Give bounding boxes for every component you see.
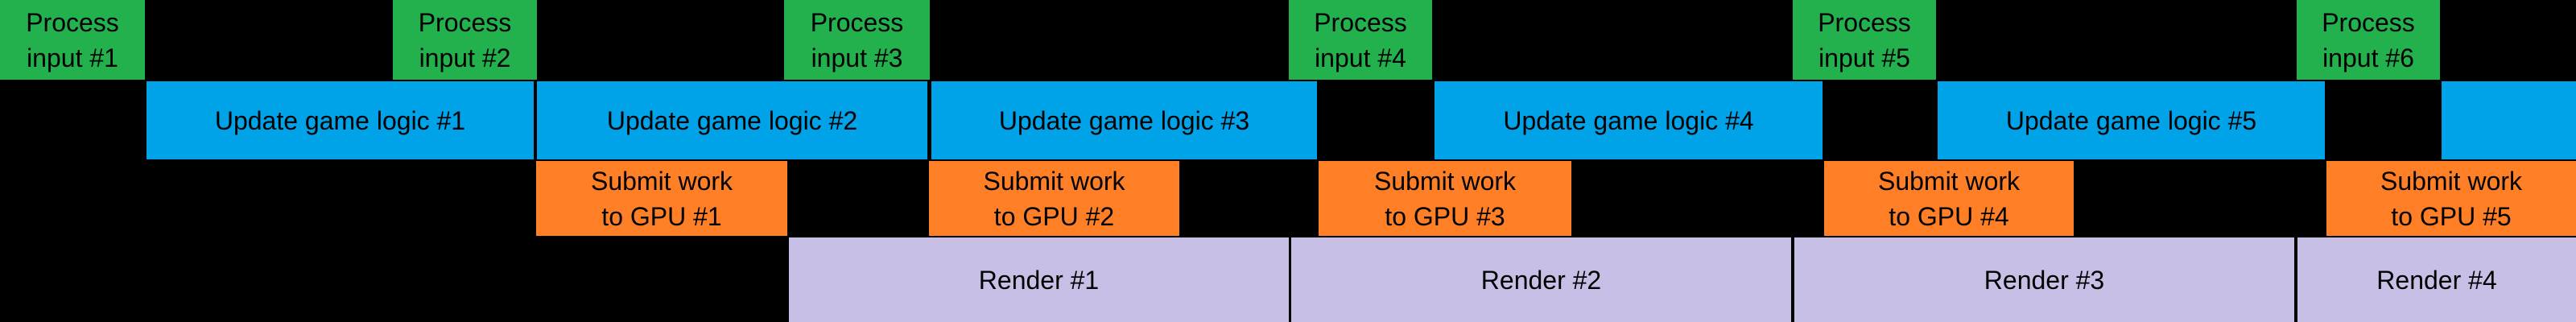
update-game-logic-box-4: Update game logic #4 bbox=[1435, 81, 1823, 159]
update-game-logic-box-2: Update game logic #2 bbox=[537, 81, 927, 159]
box-label-line: to GPU #4 bbox=[1889, 201, 2009, 231]
box-label-line: Submit work bbox=[590, 166, 733, 196]
box-label-line: input #6 bbox=[2322, 43, 2414, 72]
process-input-box-6: Process input #6 bbox=[2297, 0, 2440, 80]
update-game-logic-box-1: Update game logic #1 bbox=[147, 81, 534, 159]
box-label-line: Process bbox=[1314, 7, 1407, 37]
update-game-logic-box-6-partial bbox=[2442, 81, 2576, 159]
box-label-line: input #5 bbox=[1818, 43, 1910, 72]
render-box-2: Render #2 bbox=[1291, 237, 1791, 322]
box-label-line: Update game logic #2 bbox=[606, 105, 858, 135]
box-label-line: Render #1 bbox=[978, 265, 1100, 295]
submit-work-box-5: Submit work to GPU #5 bbox=[2326, 161, 2576, 236]
update-game-logic-box-5: Update game logic #5 bbox=[1938, 81, 2325, 159]
box-label-line: to GPU #3 bbox=[1385, 201, 1505, 231]
box-label-line: Submit work bbox=[983, 166, 1125, 196]
box-label-line: Render #2 bbox=[1480, 265, 1602, 295]
box-label-line: Process bbox=[418, 7, 512, 37]
box-label-line: input #1 bbox=[27, 43, 118, 72]
process-input-box-2: Process input #2 bbox=[393, 0, 537, 80]
box-label-line: input #3 bbox=[811, 43, 903, 72]
box-label-line: Render #4 bbox=[2376, 265, 2497, 295]
render-box-4: Render #4 bbox=[2297, 237, 2576, 322]
submit-work-box-2: Submit work to GPU #2 bbox=[929, 161, 1179, 236]
process-input-box-5: Process input #5 bbox=[1793, 0, 1936, 80]
process-input-box-4: Process input #4 bbox=[1289, 0, 1432, 80]
box-label-line: input #4 bbox=[1315, 43, 1406, 72]
box-label-line: Process bbox=[2322, 7, 2415, 37]
box-label-line: Process bbox=[1818, 7, 1911, 37]
submit-work-box-1: Submit work to GPU #1 bbox=[536, 161, 787, 236]
process-input-box-3: Process input #3 bbox=[784, 0, 930, 80]
box-label-line: Update game logic #5 bbox=[2005, 105, 2257, 135]
box-label-line: Process bbox=[26, 7, 119, 37]
box-label-line: Submit work bbox=[1877, 166, 2021, 196]
render-box-3: Render #3 bbox=[1794, 237, 2294, 322]
box-label-line: to GPU #5 bbox=[2391, 201, 2512, 231]
render-box-1: Render #1 bbox=[789, 237, 1289, 322]
box-label-line: to GPU #2 bbox=[993, 201, 1115, 231]
update-game-logic-box-3: Update game logic #3 bbox=[931, 81, 1317, 159]
box-label-line: Update game logic #3 bbox=[998, 105, 1250, 135]
box-label-line: Submit work bbox=[1373, 166, 1517, 196]
submit-work-box-3: Submit work to GPU #3 bbox=[1319, 161, 1571, 236]
box-label-line: Process bbox=[810, 7, 904, 37]
box-label-line: input #2 bbox=[419, 43, 511, 72]
box-label-line: to GPU #1 bbox=[601, 201, 722, 231]
submit-work-box-4: Submit work to GPU #4 bbox=[1824, 161, 2074, 236]
box-label-line: Submit work bbox=[2380, 166, 2523, 196]
process-input-box-1: Process input #1 bbox=[0, 0, 145, 80]
box-label-line: Render #3 bbox=[1984, 265, 2105, 295]
box-label-line: Update game logic #4 bbox=[1503, 105, 1754, 135]
box-label-line: Update game logic #1 bbox=[214, 105, 466, 135]
